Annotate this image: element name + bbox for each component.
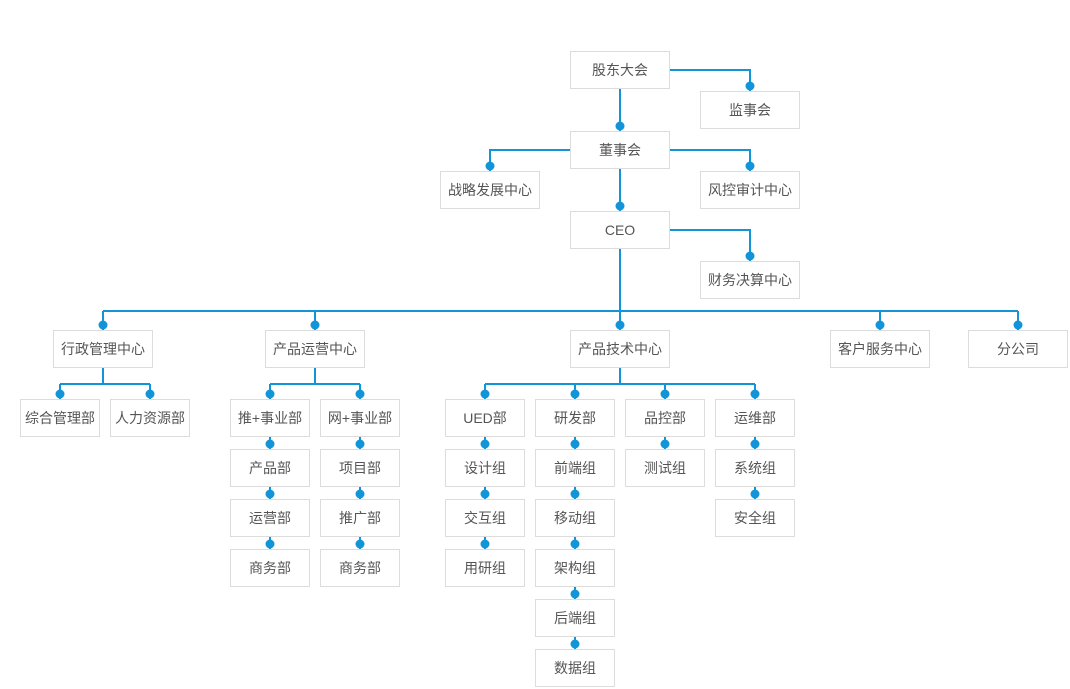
- connector-line: [670, 229, 751, 261]
- connector-dot: [570, 539, 580, 549]
- connector-dot: [615, 201, 625, 211]
- connector-dot: [745, 251, 755, 261]
- connector-dot: [55, 389, 65, 399]
- connector-line: [670, 149, 751, 171]
- org-node-cpyy: 产品运营中心: [265, 330, 365, 368]
- connector-dot: [615, 121, 625, 131]
- org-node-ceo: CEO: [570, 211, 670, 249]
- connector-dot: [480, 539, 490, 549]
- connector-dot: [875, 320, 885, 330]
- connector-dot: [265, 389, 275, 399]
- org-node-sjz: 设计组: [445, 449, 525, 487]
- org-node-qdz: 前端组: [535, 449, 615, 487]
- org-node-fgs: 分公司: [968, 330, 1068, 368]
- connector-dot: [310, 320, 320, 330]
- connector-dot: [265, 489, 275, 499]
- org-node-jgz: 架构组: [535, 549, 615, 587]
- org-node-yyz: 用研组: [445, 549, 525, 587]
- connector-dot: [480, 439, 490, 449]
- org-node-csz: 测试组: [625, 449, 705, 487]
- connector-dot: [750, 389, 760, 399]
- connector-dot: [355, 389, 365, 399]
- org-node-ydz: 移动组: [535, 499, 615, 537]
- connector-dot: [615, 320, 625, 330]
- org-node-cwjs: 财务决算中心: [700, 261, 800, 299]
- connector-dot: [480, 489, 490, 499]
- org-node-xmb: 项目部: [320, 449, 400, 487]
- org-node-yfb: 研发部: [535, 399, 615, 437]
- connector-dot: [265, 439, 275, 449]
- org-node-hdz: 后端组: [535, 599, 615, 637]
- org-node-cpjs: 产品技术中心: [570, 330, 670, 368]
- org-node-sjz2: 数据组: [535, 649, 615, 687]
- org-node-gsm: 股东大会: [570, 51, 670, 89]
- org-node-cpb: 产品部: [230, 449, 310, 487]
- org-node-dsh: 董事会: [570, 131, 670, 169]
- org-node-ued: UED部: [445, 399, 525, 437]
- org-node-zlfz: 战略发展中心: [440, 171, 540, 209]
- connector-dot: [1013, 320, 1023, 330]
- connector-dot: [660, 439, 670, 449]
- connector-dot: [98, 320, 108, 330]
- connector-dot: [570, 439, 580, 449]
- connector-dot: [660, 389, 670, 399]
- org-node-jsh: 监事会: [700, 91, 800, 129]
- org-node-zhgl: 综合管理部: [20, 399, 100, 437]
- connector-dot: [480, 389, 490, 399]
- org-node-tgb: 推广部: [320, 499, 400, 537]
- connector-dot: [355, 439, 365, 449]
- org-node-rlzy: 人力资源部: [110, 399, 190, 437]
- connector-dot: [570, 639, 580, 649]
- org-node-swb2: 商务部: [320, 549, 400, 587]
- org-node-aqz: 安全组: [715, 499, 795, 537]
- connector-dot: [355, 539, 365, 549]
- org-node-wang: 网+事业部: [320, 399, 400, 437]
- org-node-fksj: 风控审计中心: [700, 171, 800, 209]
- connector-dot: [745, 161, 755, 171]
- org-node-swb1: 商务部: [230, 549, 310, 587]
- connector-dot: [265, 539, 275, 549]
- org-node-khfw: 客户服务中心: [830, 330, 930, 368]
- connector-dot: [750, 489, 760, 499]
- connector-dot: [145, 389, 155, 399]
- connector-line: [670, 69, 751, 91]
- org-node-pkb: 品控部: [625, 399, 705, 437]
- org-node-yyb: 运营部: [230, 499, 310, 537]
- connector-dot: [485, 161, 495, 171]
- org-node-jhz: 交互组: [445, 499, 525, 537]
- connector-dot: [570, 589, 580, 599]
- org-node-xzgl: 行政管理中心: [53, 330, 153, 368]
- org-node-tui: 推+事业部: [230, 399, 310, 437]
- connector-dot: [570, 389, 580, 399]
- connector-dot: [570, 489, 580, 499]
- connector-dot: [745, 81, 755, 91]
- connector-dot: [750, 439, 760, 449]
- connector-dot: [355, 489, 365, 499]
- org-node-ywb: 运维部: [715, 399, 795, 437]
- org-node-xtz: 系统组: [715, 449, 795, 487]
- connector-line: [489, 149, 570, 171]
